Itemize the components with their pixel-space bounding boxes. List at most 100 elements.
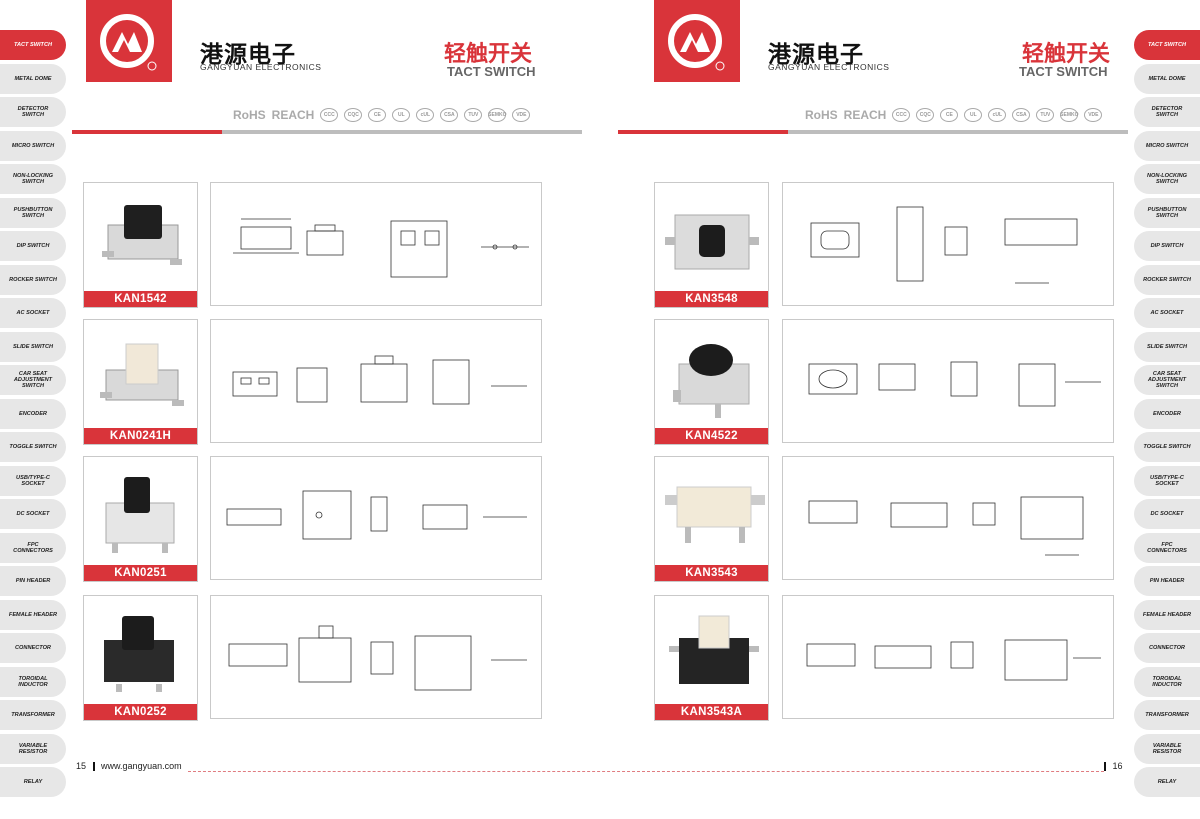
tab-non-locking-switch[interactable]: NON-LOCKING SWITCH: [1134, 164, 1200, 194]
page-number-right: 16: [1104, 761, 1123, 772]
tab-car-seat-adjustment-switch[interactable]: CAR SEAT ADJUSTMENT SWITCH: [0, 365, 66, 395]
tab-pushbutton-switch[interactable]: PUSHBUTTON SWITCH: [0, 197, 66, 228]
tab-variable-resistor[interactable]: VARIABLE RESISTOR: [0, 733, 66, 764]
dimension-drawing-kan4522: [782, 319, 1114, 443]
tab-transformer[interactable]: TRANSFORMER: [0, 700, 66, 730]
section-title-en: TACT SWITCH: [447, 64, 536, 79]
tab-metal-dome[interactable]: METAL DOME: [0, 63, 66, 94]
divider: [92, 762, 95, 772]
product-photo-kan1542: KAN1542: [83, 182, 198, 308]
certification-row: RoHS REACH CCC CQC CE UL cUL CSA TUV SEM…: [805, 108, 1103, 122]
dimension-drawing-kan0251: [210, 456, 542, 580]
header-rule-gray: [788, 130, 1128, 134]
tab-relay[interactable]: RELAY: [0, 767, 66, 797]
tab-usb-socket[interactable]: USB/Type-C SOCKET: [1134, 465, 1200, 496]
tab-dc-socket[interactable]: DC SOCKET: [0, 499, 66, 529]
tab-micro-switch[interactable]: MICRO SWITCH: [0, 130, 66, 161]
tab-dip-switch[interactable]: DIP SWITCH: [1134, 231, 1200, 261]
switch-photo-icon: [665, 214, 759, 270]
ul-icon: UL: [964, 108, 983, 122]
tab-detector-switch[interactable]: DETECTOR SWITCH: [0, 97, 66, 127]
tab-tact-switch[interactable]: TACT SWITCH: [0, 30, 66, 60]
tab-pin-header[interactable]: PIN HEADER: [1134, 566, 1200, 596]
tab-fpc-connectors[interactable]: FPC CONNECTORS: [0, 532, 66, 563]
product-code: KAN3543: [655, 565, 768, 581]
tab-tact-switch[interactable]: TACT SWITCH: [1134, 30, 1200, 60]
product-code: KAN0251: [84, 565, 197, 581]
product-code: KAN0241H: [84, 428, 197, 444]
tab-encoder[interactable]: ENCODER: [1134, 398, 1200, 429]
switch-photo-icon: [673, 344, 750, 418]
tab-car-seat-adjustment-switch[interactable]: CAR SEAT ADJUSTMENT SWITCH: [1134, 365, 1200, 395]
tab-dip-switch[interactable]: DIP SWITCH: [0, 231, 66, 261]
switch-photo-icon: [104, 616, 174, 692]
cul-icon: cUL: [988, 108, 1007, 122]
ccc-icon: CCC: [320, 108, 339, 122]
semko-icon: SEMKO: [488, 108, 507, 122]
tab-micro-switch[interactable]: MICRO SWITCH: [1134, 130, 1200, 161]
tab-detector-switch[interactable]: DETECTOR SWITCH: [1134, 97, 1200, 127]
product-photo-kan3548: KAN3548: [654, 182, 769, 308]
brand-name-en: GANGYUAN ELECTRONICS: [768, 62, 890, 72]
csa-icon: CSA: [440, 108, 459, 122]
dimension-drawing-kan1542: [210, 182, 542, 306]
tab-usb-socket[interactable]: USB/Type-C SOCKET: [0, 465, 66, 496]
product-photo-kan0251: KAN0251: [83, 456, 198, 582]
technical-drawing-icon: [228, 625, 527, 691]
product-photo-kan4522: KAN4522: [654, 319, 769, 445]
brand-logo: [654, 0, 740, 82]
tab-non-locking-switch[interactable]: NON-LOCKING SWITCH: [0, 164, 66, 194]
tab-toroidal-inductor[interactable]: TOROIDAL INDUCTOR: [0, 666, 66, 697]
header-rule-red: [72, 130, 222, 134]
ul-icon: UL: [392, 108, 411, 122]
tab-connector[interactable]: CONNECTOR: [0, 633, 66, 663]
rohs-label: RoHS: [805, 108, 838, 122]
gangyuan-logo-icon: [100, 14, 157, 71]
tab-slide-switch[interactable]: SLIDE SWITCH: [0, 331, 66, 362]
vde-icon: VDE: [512, 108, 531, 122]
tab-rocker-switch[interactable]: ROCKER SWITCH: [1134, 264, 1200, 295]
website-link[interactable]: www.gangyuan.com: [101, 761, 182, 771]
dimension-drawing-kan0241h: [210, 319, 542, 443]
page-number-left: 15 www.gangyuan.com: [76, 761, 182, 772]
tab-ac-socket[interactable]: AC SOCKET: [1134, 298, 1200, 328]
tab-encoder[interactable]: ENCODER: [0, 398, 66, 429]
cqc-icon: CQC: [344, 108, 363, 122]
tab-pushbutton-switch[interactable]: PUSHBUTTON SWITCH: [1134, 197, 1200, 228]
tab-fpc-connectors[interactable]: FPC CONNECTORS: [1134, 532, 1200, 563]
product-photo-kan0241h: KAN0241H: [83, 319, 198, 445]
cqc-icon: CQC: [916, 108, 935, 122]
tab-toggle-switch[interactable]: TOGGLE SWITCH: [0, 432, 66, 462]
section-title-cn: 轻触开关: [1022, 42, 1111, 67]
tab-connector[interactable]: CONNECTOR: [1134, 633, 1200, 663]
tab-slide-switch[interactable]: SLIDE SWITCH: [1134, 331, 1200, 362]
tab-toggle-switch[interactable]: TOGGLE SWITCH: [1134, 432, 1200, 462]
technical-drawing-icon: [226, 490, 527, 540]
vde-icon: VDE: [1084, 108, 1103, 122]
tab-toroidal-inductor[interactable]: TOROIDAL INDUCTOR: [1134, 666, 1200, 697]
switch-photo-icon: [669, 615, 759, 684]
reach-label: REACH: [843, 108, 887, 122]
technical-drawing-icon: [233, 218, 529, 278]
section-title-cn: 轻触开关: [444, 42, 533, 67]
technical-drawing-icon: [810, 206, 1078, 284]
tab-female-header[interactable]: FEMALE HEADER: [1134, 599, 1200, 630]
product-photo-kan3543: KAN3543: [654, 456, 769, 582]
tab-transformer[interactable]: TRANSFORMER: [1134, 700, 1200, 730]
product-code: KAN1542: [84, 291, 197, 307]
brand-name-cn: 港源电子: [768, 42, 864, 68]
technical-drawing-icon: [808, 496, 1084, 556]
tab-variable-resistor[interactable]: VARIABLE RESISTOR: [1134, 733, 1200, 764]
tab-rocker-switch[interactable]: ROCKER SWITCH: [0, 264, 66, 295]
tab-ac-socket[interactable]: AC SOCKET: [0, 298, 66, 328]
tab-female-header[interactable]: FEMALE HEADER: [0, 599, 66, 630]
tab-metal-dome[interactable]: METAL DOME: [1134, 63, 1200, 94]
switch-photo-icon: [665, 486, 765, 543]
tuv-icon: TUV: [1036, 108, 1055, 122]
ccc-icon: CCC: [892, 108, 911, 122]
dimension-drawing-kan3543a: [782, 595, 1114, 719]
tab-relay[interactable]: RELAY: [1134, 767, 1200, 797]
tab-pin-header[interactable]: PIN HEADER: [0, 566, 66, 596]
tab-dc-socket[interactable]: DC SOCKET: [1134, 499, 1200, 529]
certification-row: RoHS REACH CCC CQC CE UL cUL CSA TUV SEM…: [233, 108, 531, 122]
